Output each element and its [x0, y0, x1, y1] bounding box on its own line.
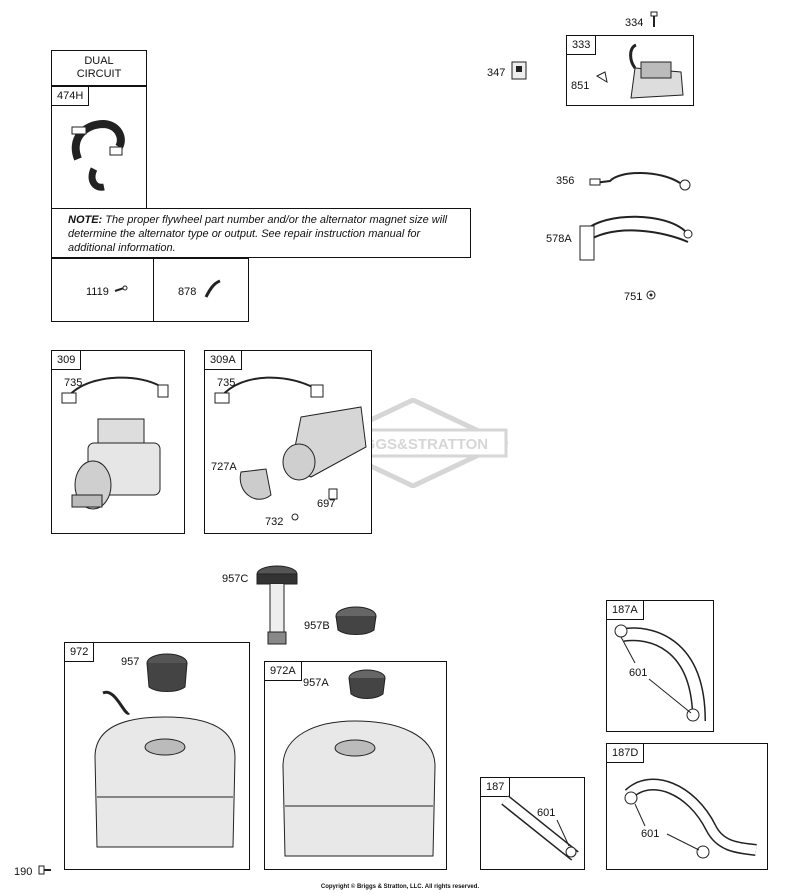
label-578A: 578A — [546, 233, 572, 245]
box-187A-label: 187A — [607, 601, 644, 620]
box-309A: 309A 735 727A 697 732 — [204, 350, 372, 534]
box-333-label: 333 — [567, 36, 597, 55]
label-727A: 727A — [211, 461, 237, 473]
label-751: 751 — [624, 291, 643, 303]
fuel-cap-icon — [335, 606, 377, 635]
label-601-b: 601 — [537, 807, 556, 819]
box-972A: 972A 957A — [264, 661, 447, 870]
bolt-icon — [650, 11, 658, 27]
box-972A-label: 972A — [265, 662, 302, 681]
note-prefix: NOTE: — [68, 214, 103, 226]
box-187A: 187A 601 — [606, 600, 714, 732]
box-187D: 187D 601 — [606, 743, 768, 870]
fuel-hose-d-icon — [624, 778, 757, 859]
label-957: 957 — [121, 656, 140, 668]
screw-icon — [114, 285, 128, 292]
label-735-b: 735 — [217, 377, 236, 389]
label-356: 356 — [556, 175, 575, 187]
label-601-c: 601 — [641, 828, 660, 840]
copyright-footer: Copyright © Briggs & Stratton, LLC. All … — [320, 884, 480, 890]
fuel-tank-a-icon — [282, 669, 436, 857]
box-309-label: 309 — [52, 351, 82, 370]
fuel-tank-icon — [94, 653, 236, 848]
wire-harness-icon — [579, 215, 693, 261]
label-697: 697 — [317, 498, 336, 510]
box-972: 972 957 — [64, 642, 250, 870]
label-878: 878 — [178, 286, 197, 298]
box-187: 187 601 — [480, 777, 585, 870]
box-309: 309 735 — [51, 350, 185, 534]
label-601-a: 601 — [629, 667, 648, 679]
ignition-coil-icon — [595, 43, 684, 99]
starter-motor-icon — [61, 376, 169, 510]
watermark-text: BRIGGS&STRATTON — [338, 436, 488, 453]
box-474H: 474H — [51, 86, 147, 209]
box-333: 333 851 — [566, 35, 694, 106]
label-334: 334 — [625, 17, 644, 29]
dual-circuit-line2: CIRCUIT — [76, 68, 122, 80]
box-187-label: 187 — [481, 778, 511, 797]
dual-circuit-title: DUAL CIRCUIT — [51, 50, 147, 86]
bolt-190-icon — [38, 865, 51, 875]
box-1119: 1119 — [51, 258, 154, 322]
label-732: 732 — [265, 516, 284, 528]
box-309A-label: 309A — [205, 351, 242, 370]
box-972-label: 972 — [65, 643, 95, 662]
fuel-cap-dipstick-icon — [256, 565, 298, 645]
box-878: 878 — [153, 258, 249, 322]
label-957A: 957A — [303, 677, 329, 689]
label-190: 190 — [14, 866, 33, 878]
alternator-harness-icon — [71, 119, 125, 191]
label-957C: 957C — [222, 573, 249, 585]
switch-icon — [511, 61, 527, 80]
fuel-hose-a-icon — [614, 624, 706, 722]
label-851: 851 — [571, 80, 590, 92]
ground-wire-icon — [589, 172, 691, 191]
box-187D-label: 187D — [607, 744, 645, 763]
starter-assembly-icon — [214, 376, 367, 521]
label-957B: 957B — [304, 620, 330, 632]
box-474H-label: 474H — [52, 87, 90, 106]
label-347: 347 — [487, 67, 506, 79]
label-735-a: 735 — [64, 377, 83, 389]
dual-circuit-line1: DUAL — [84, 55, 114, 67]
note-text: The proper flywheel part number and/or t… — [68, 214, 448, 254]
note-box: NOTE: The proper flywheel part number an… — [51, 208, 471, 258]
nut-icon — [646, 290, 656, 300]
clip-icon — [204, 279, 221, 298]
label-1119: 1119 — [86, 286, 109, 298]
fuel-hose-straight-icon — [501, 795, 579, 861]
